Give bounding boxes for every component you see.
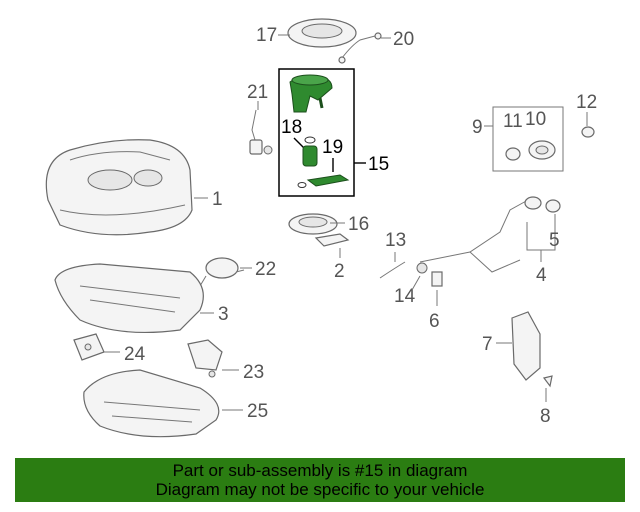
- group-9-box: [492, 106, 564, 172]
- callout-7: 7: [482, 334, 493, 355]
- callout-10: 10: [525, 109, 546, 130]
- callout-12: 12: [576, 92, 597, 113]
- part-12-plug[interactable]: [581, 126, 595, 138]
- part-16-gasket[interactable]: [288, 213, 338, 235]
- banner-line-1: Part or sub-assembly is #15 in diagram: [172, 461, 468, 480]
- part-21-sender-gauge[interactable]: [249, 109, 273, 155]
- part-5-gasket[interactable]: [545, 199, 561, 213]
- part-3-protector[interactable]: [54, 263, 204, 334]
- part-13-hose[interactable]: [379, 261, 406, 279]
- callout-14: 14: [394, 286, 416, 307]
- part-2-sender[interactable]: [314, 233, 350, 247]
- part-23-valve[interactable]: [187, 339, 223, 378]
- part-17-retainer-ring[interactable]: [287, 18, 357, 48]
- part-20-harness[interactable]: [338, 32, 382, 64]
- callout-15: 15: [368, 154, 389, 175]
- leader-14: [411, 275, 421, 291]
- callout-22: 22: [255, 259, 276, 280]
- part-18-fuel-pump[interactable]: [302, 136, 318, 167]
- callout-9: 9: [472, 117, 483, 138]
- callout-2: 2: [334, 261, 345, 282]
- callout-24: 24: [124, 344, 146, 365]
- callout-5: 5: [549, 230, 560, 251]
- part-15-fuel-pump-top[interactable]: [289, 74, 333, 113]
- info-banner: Part or sub-assembly is #15 in diagram D…: [15, 458, 625, 502]
- callout-18: 18: [281, 117, 302, 138]
- part-6-valve[interactable]: [431, 271, 443, 287]
- callout-19: 19: [322, 137, 343, 158]
- part-7-filler-housing[interactable]: [511, 311, 541, 381]
- callout-21: 21: [247, 82, 268, 103]
- assembly-15-box[interactable]: [278, 68, 355, 197]
- callout-17: 17: [256, 25, 277, 46]
- part-4-filler-pipe[interactable]: [419, 196, 542, 273]
- callout-16: 16: [348, 214, 369, 235]
- callout-20: 20: [393, 29, 414, 50]
- callout-3: 3: [218, 304, 229, 325]
- part-25-skid-plate[interactable]: [83, 369, 220, 438]
- callout-13: 13: [385, 230, 406, 251]
- part-10-fuel-cap[interactable]: [528, 140, 556, 160]
- callout-11: 11: [503, 111, 523, 132]
- part-8-screw[interactable]: [542, 375, 553, 388]
- part-24-bracket[interactable]: [73, 333, 105, 361]
- part-11-cap-seal[interactable]: [505, 147, 521, 161]
- parts-diagram: 17 20 21 15 18 19 1: [45, 18, 597, 438]
- callout-1: 1: [212, 189, 223, 210]
- callout-6: 6: [429, 311, 440, 332]
- part-1-fuel-tank[interactable]: [45, 139, 193, 236]
- part-22-valve[interactable]: [199, 257, 245, 287]
- part-14-clamp[interactable]: [416, 262, 428, 274]
- callout-4: 4: [536, 265, 547, 286]
- callout-23: 23: [243, 362, 264, 383]
- banner-line-2: Diagram may not be specific to your vehi…: [155, 480, 485, 499]
- part-19-fuel-filter[interactable]: [297, 174, 350, 188]
- leader-18: [293, 137, 305, 149]
- callout-25: 25: [247, 401, 268, 422]
- callout-8: 8: [540, 406, 551, 427]
